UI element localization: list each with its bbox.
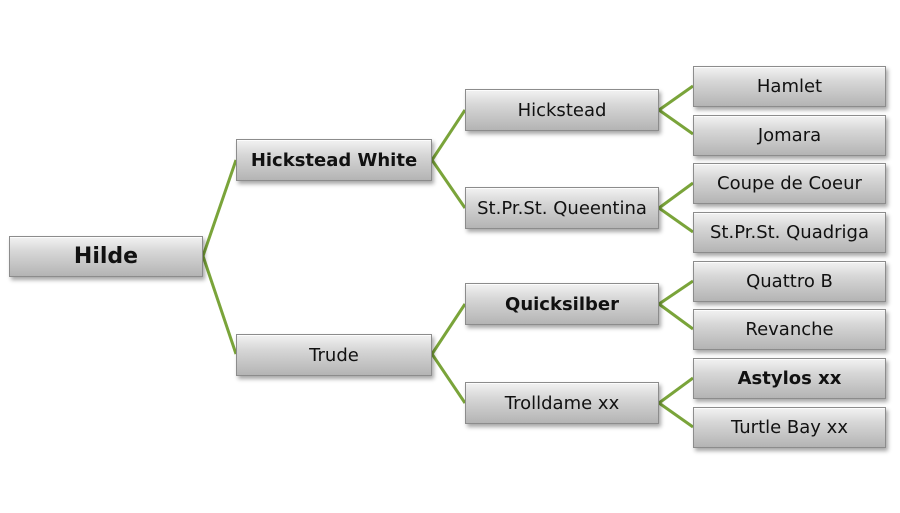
node-revanche: Revanche <box>693 309 886 350</box>
connector-queentina-quadriga <box>658 206 694 234</box>
connector-hickstead-hamlet <box>658 84 694 112</box>
connector-hilde-hickstead-white <box>201 159 238 257</box>
node-st-pr-st-queentina: St.Pr.St. Queentina <box>465 187 659 229</box>
node-hickstead-white: Hickstead White <box>236 139 432 181</box>
connector-quicksilber-revanche <box>658 302 694 331</box>
connector-queentina-coupe <box>658 181 694 210</box>
node-jomara: Jomara <box>693 115 886 156</box>
node-trolldame-xx: Trolldame xx <box>465 382 659 424</box>
node-hickstead: Hickstead <box>465 89 659 131</box>
connector-hw-hickstead <box>430 109 467 161</box>
node-st-pr-st-quadriga: St.Pr.St. Quadriga <box>693 212 886 253</box>
node-quicksilber: Quicksilber <box>465 283 659 325</box>
connector-trolldame-turtlebay <box>658 401 694 429</box>
connector-hickstead-jomara <box>658 108 694 136</box>
node-astylos-xx: Astylos xx <box>693 358 886 399</box>
node-hamlet: Hamlet <box>693 66 886 107</box>
node-hilde: Hilde <box>9 236 203 277</box>
connector-hw-queentina <box>430 159 467 209</box>
connector-trude-quicksilber <box>430 303 467 355</box>
node-turtle-bay-xx: Turtle Bay xx <box>693 407 886 448</box>
connector-trolldame-astylos <box>658 376 694 405</box>
node-coupe-de-coeur: Coupe de Coeur <box>693 163 886 204</box>
node-trude: Trude <box>236 334 432 376</box>
connector-hilde-trude <box>201 255 238 355</box>
node-quattro-b: Quattro B <box>693 261 886 302</box>
connector-trude-trolldame <box>430 353 467 404</box>
connector-quicksilber-quattro <box>658 279 694 306</box>
